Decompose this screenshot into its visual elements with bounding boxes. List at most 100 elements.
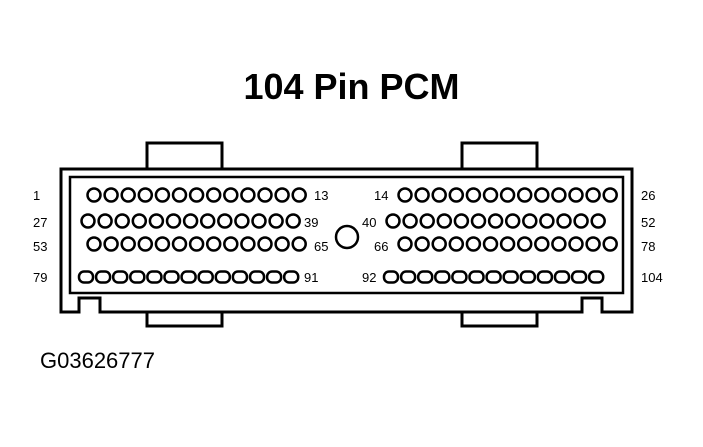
pin-cavity-row4-right-5 — [451, 270, 468, 284]
pin-cavity-row3-right-10 — [551, 236, 567, 252]
pin-label-row2-left-end: 39 — [304, 215, 318, 230]
pin-cavity-row3-left-2 — [103, 236, 119, 252]
pin-cavity-row4-left-2 — [94, 270, 112, 284]
pin-cavity-row3-right-4 — [448, 236, 465, 252]
pin-cavity-row3-right-13 — [602, 236, 618, 252]
pin-cavity-row2-left-1 — [80, 213, 96, 229]
pin-array — [77, 187, 618, 284]
pin-cavity-row2-right-4 — [436, 213, 453, 229]
pin-cavity-row4-right-8 — [502, 270, 519, 284]
pin-cavity-row3-right-12 — [585, 236, 601, 252]
pin-cavity-row4-right-9 — [519, 270, 537, 284]
pin-cavity-row4-left-5 — [146, 270, 163, 284]
pin-cavity-row1-left-4 — [137, 187, 154, 203]
pin-cavity-row4-left-8 — [197, 270, 214, 284]
pin-cavity-row1-left-7 — [188, 187, 205, 203]
pin-cavity-row1-right-4 — [448, 187, 465, 203]
pin-cavity-row4-right-11 — [553, 270, 571, 284]
pin-cavity-row1-right-9 — [534, 187, 550, 203]
pin-cavity-row3-left-8 — [205, 236, 222, 252]
pin-cavity-row2-left-7 — [182, 213, 199, 229]
pin-cavity-row2-left-5 — [148, 213, 165, 229]
pin-cavity-row3-left-4 — [137, 236, 154, 252]
pin-cavity-row1-left-12 — [274, 187, 290, 203]
pin-cavity-row3-right-6 — [482, 236, 499, 252]
pin-label-row3-right-end: 78 — [641, 239, 655, 254]
figure-id: G03626777 — [40, 348, 155, 373]
pin-cavity-row4-left-3 — [111, 270, 129, 284]
pin-cavity-row1-left-13 — [291, 187, 307, 203]
pin-cavity-row1-right-12 — [585, 187, 601, 203]
pin-cavity-row3-right-1 — [397, 236, 413, 252]
pin-cavity-row2-left-9 — [217, 213, 233, 229]
pin-cavity-row4-right-12 — [570, 270, 588, 284]
pin-cavity-row4-right-6 — [468, 270, 485, 284]
pin-cavity-row2-left-11 — [251, 213, 267, 229]
pin-cavity-row3-left-13 — [291, 236, 307, 252]
pin-label-row4-right-start: 92 — [362, 270, 376, 285]
pin-cavity-row2-right-7 — [487, 213, 504, 229]
pin-cavity-row1-left-10 — [240, 187, 256, 203]
pin-cavity-row2-right-1 — [385, 213, 401, 229]
pin-cavity-row4-left-7 — [180, 270, 197, 284]
pin-label-row3-left-end: 65 — [314, 239, 328, 254]
connector-housing-inner — [68, 175, 625, 295]
pin-cavity-row2-right-5 — [453, 213, 470, 229]
pin-cavity-row2-right-12 — [573, 213, 589, 229]
pin-cavity-row2-left-8 — [199, 213, 216, 229]
pin-cavity-row1-left-11 — [257, 187, 273, 203]
pin-cavity-row4-right-13 — [587, 270, 605, 284]
pin-cavity-row4-left-12 — [265, 270, 283, 284]
pin-cavity-row1-right-10 — [551, 187, 567, 203]
pin-cavity-row2-right-2 — [402, 213, 418, 229]
pin-cavity-row1-right-1 — [397, 187, 413, 203]
pin-cavity-row1-left-9 — [223, 187, 239, 203]
pin-cavity-row2-left-13 — [285, 213, 301, 229]
pin-label-row1-right-end: 26 — [641, 188, 655, 203]
pin-cavity-row1-right-8 — [516, 187, 533, 203]
pin-cavity-row4-left-13 — [282, 270, 300, 284]
pin-cavity-row4-right-4 — [434, 270, 451, 284]
pin-cavity-row3-right-5 — [465, 236, 482, 252]
pin-cavity-row1-right-6 — [482, 187, 499, 203]
pin-cavity-row2-left-4 — [131, 213, 148, 229]
connector-key — [334, 224, 360, 250]
pin-cavity-row2-right-8 — [504, 213, 521, 229]
pin-cavity-row1-left-2 — [103, 187, 119, 203]
pin-cavity-row3-left-3 — [120, 236, 136, 252]
pin-cavity-row4-left-1 — [77, 270, 95, 284]
pin-cavity-row4-left-9 — [214, 270, 232, 284]
pin-cavity-row3-left-10 — [240, 236, 256, 252]
pin-cavity-row1-left-5 — [154, 187, 171, 203]
pin-cavity-row3-right-9 — [534, 236, 550, 252]
pin-cavity-row2-left-3 — [114, 213, 130, 229]
diagram-title: 104 Pin PCM — [243, 66, 460, 107]
pin-cavity-row2-left-6 — [165, 213, 182, 229]
top-tab-right — [460, 141, 539, 173]
pin-cavity-row4-right-10 — [536, 270, 554, 284]
pin-cavity-row4-left-10 — [231, 270, 249, 284]
pin-cavity-row2-right-13 — [590, 213, 606, 229]
pin-cavity-row2-right-6 — [470, 213, 487, 229]
pin-cavity-row2-left-2 — [97, 213, 113, 229]
pin-cavity-row2-left-10 — [234, 213, 250, 229]
top-tab-left — [145, 141, 224, 173]
pin-cavity-row4-right-7 — [485, 270, 502, 284]
pin-label-row4-right-end: 104 — [641, 270, 663, 285]
pin-cavity-row4-right-3 — [416, 270, 434, 284]
pin-label-row2-left-start: 27 — [33, 215, 47, 230]
pin-label-row4-left-start: 79 — [33, 270, 47, 285]
pin-label-row3-left-start: 53 — [33, 239, 47, 254]
pin-cavity-row1-right-13 — [602, 187, 618, 203]
pin-cavity-row1-left-3 — [120, 187, 136, 203]
pin-cavity-row1-right-7 — [499, 187, 516, 203]
pin-cavity-row1-right-3 — [431, 187, 447, 203]
pin-cavity-row1-left-8 — [205, 187, 222, 203]
pin-cavity-row2-left-12 — [268, 213, 284, 229]
pin-cavity-row3-left-12 — [274, 236, 290, 252]
pin-cavity-row1-right-11 — [568, 187, 584, 203]
pin-cavity-row3-left-7 — [188, 236, 205, 252]
pin-cavity-row3-left-5 — [154, 236, 171, 252]
pin-cavity-row3-left-11 — [257, 236, 273, 252]
